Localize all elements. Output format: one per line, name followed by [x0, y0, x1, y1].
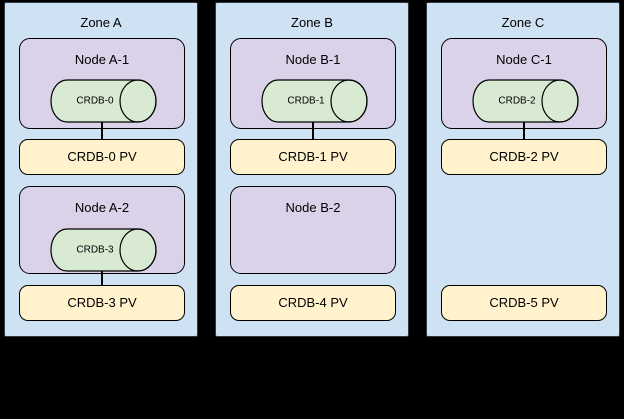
pv-connector-line [101, 122, 103, 140]
node-c-1-box: Node C-1 CRDB-2 [441, 38, 607, 129]
crdb-3-label: CRDB-3 [76, 245, 114, 256]
crdb-0-pv-box: CRDB-0 PV [19, 139, 185, 175]
pv-connector-line [101, 271, 103, 286]
zone-c-panel: Zone C Node C-1 CRDB-2 CRDB-2 PV CRDB-5 … [426, 2, 620, 337]
node-a-1-title: Node A-1 [74, 52, 130, 67]
zone-a-panel: Zone A Node A-1 CRDB-0 CRDB-0 PV Node A-… [4, 2, 198, 337]
pv-connector-line [312, 122, 314, 140]
crdb-3-pv-box: CRDB-3 PV [19, 285, 185, 321]
node-b-2-box: Node B-2 [230, 186, 396, 274]
pv-connector-line [523, 122, 525, 140]
crdb-2-database-cylinder-icon: CRDB-2 [472, 79, 579, 123]
zone-b-title: Zone B [291, 15, 333, 30]
zone-c-title: Zone C [501, 15, 545, 30]
node-a-2-title: Node A-2 [74, 200, 130, 215]
crdb-5-pv-box: CRDB-5 PV [441, 285, 607, 321]
crdb-4-pv-box: CRDB-4 PV [230, 285, 396, 321]
crdb-3-database-cylinder-icon: CRDB-3 [50, 228, 157, 272]
crdb-2-pv-box: CRDB-2 PV [441, 139, 607, 175]
node-b-1-box: Node B-1 CRDB-1 [230, 38, 396, 129]
crdb-0-label: CRDB-0 [76, 96, 114, 107]
node-c-1-title: Node C-1 [496, 52, 552, 67]
node-b-2-title: Node B-2 [285, 200, 341, 215]
crdb-0-database-cylinder-icon: CRDB-0 [50, 79, 157, 123]
node-a-1-box: Node A-1 CRDB-0 [19, 38, 185, 129]
node-b-1-title: Node B-1 [285, 52, 341, 67]
node-a-2-box: Node A-2 CRDB-3 [19, 186, 185, 274]
crdb-1-label: CRDB-1 [287, 96, 325, 107]
zone-a-title: Zone A [80, 15, 122, 30]
zone-b-panel: Zone B Node B-1 CRDB-1 CRDB-1 PV Node B-… [215, 2, 409, 337]
crdb-1-database-cylinder-icon: CRDB-1 [261, 79, 368, 123]
crdb-2-label: CRDB-2 [498, 96, 536, 107]
crdb-1-pv-box: CRDB-1 PV [230, 139, 396, 175]
